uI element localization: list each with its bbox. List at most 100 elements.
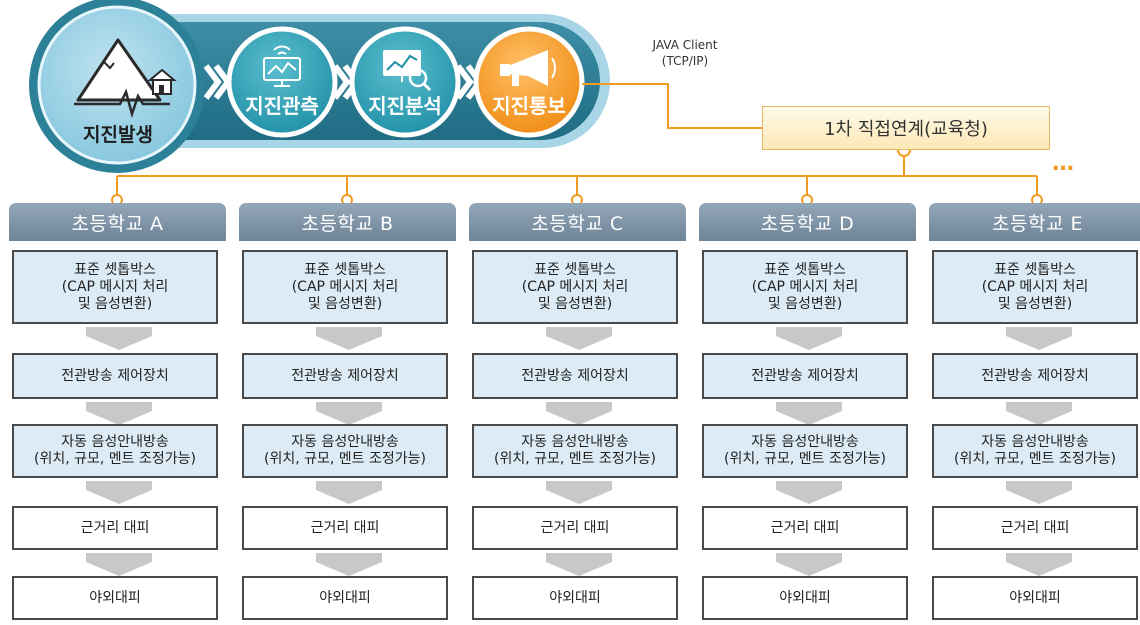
mountain-icon bbox=[74, 38, 170, 119]
step-text-line: (위치, 규모, 멘트 조정가능) bbox=[494, 451, 656, 467]
step-text-line: (위치, 규모, 멘트 조정가능) bbox=[34, 451, 196, 467]
step-text-line: (CAP 메시지 처리 bbox=[291, 278, 399, 295]
down-arrow-icon bbox=[1006, 553, 1072, 562]
down-arrow-icon bbox=[316, 490, 382, 504]
step-text-line: 자동 음성안내방송 bbox=[751, 434, 859, 450]
school-header: 초등학교 C bbox=[469, 203, 686, 241]
down-arrow-icon bbox=[1006, 490, 1072, 504]
down-arrow-icon bbox=[316, 562, 382, 576]
near-evacuation-step: 근거리 대피 bbox=[12, 506, 218, 550]
outdoor-evacuation-step: 야외대피 bbox=[12, 576, 218, 620]
step-text-line: (CAP 메시지 처리 bbox=[981, 278, 1089, 295]
near-evacuation-step: 근거리 대피 bbox=[932, 506, 1138, 550]
down-arrow-icon bbox=[316, 327, 382, 336]
more-indicator: … bbox=[1052, 151, 1074, 176]
near-evacuation-step: 근거리 대피 bbox=[242, 506, 448, 550]
step-text-line: 및 음성변환) bbox=[77, 295, 153, 312]
flow-banner bbox=[29, 0, 610, 173]
voice-guidance-step: 자동 음성안내방송(위치, 규모, 멘트 조정가능) bbox=[472, 424, 678, 478]
step-text-line: 자동 음성안내방송 bbox=[61, 434, 169, 450]
down-arrow-icon bbox=[546, 402, 612, 411]
outdoor-evacuation-step: 야외대피 bbox=[242, 576, 448, 620]
step-text-line: 자동 음성안내방송 bbox=[291, 434, 399, 450]
connection-lines bbox=[111, 83, 1043, 206]
down-arrow-icon bbox=[86, 481, 152, 490]
down-arrow-icon bbox=[1006, 336, 1072, 350]
step-text-line: (CAP 메시지 처리 bbox=[61, 278, 169, 295]
voice-guidance-step: 자동 음성안내방송(위치, 규모, 멘트 조정가능) bbox=[932, 424, 1138, 478]
down-arrow-icon bbox=[776, 562, 842, 576]
step-text-line: 및 음성변환) bbox=[537, 295, 613, 312]
outdoor-evacuation-step: 야외대피 bbox=[472, 576, 678, 620]
outdoor-evacuation-step: 야외대피 bbox=[932, 576, 1138, 620]
voice-guidance-step: 자동 음성안내방송(위치, 규모, 멘트 조정가능) bbox=[702, 424, 908, 478]
outdoor-evacuation-step: 야외대피 bbox=[702, 576, 908, 620]
step-text-line: (CAP 메시지 처리 bbox=[751, 278, 859, 295]
step-text-line: (CAP 메시지 처리 bbox=[521, 278, 629, 295]
down-arrow-icon bbox=[86, 553, 152, 562]
school-header: 초등학교 B bbox=[239, 203, 456, 241]
down-arrow-icon bbox=[316, 553, 382, 562]
analysis-monitor-icon bbox=[383, 50, 432, 92]
client-label: JAVA Client bbox=[652, 38, 718, 52]
education-office-hub: 1차 직접연계(교육청) bbox=[762, 106, 1050, 150]
megaphone-icon bbox=[500, 50, 556, 86]
step-text-line: (위치, 규모, 멘트 조정가능) bbox=[724, 451, 886, 467]
stage-label-observation: 지진관측 bbox=[245, 94, 319, 118]
down-arrow-icon bbox=[546, 490, 612, 504]
down-arrow-icon bbox=[776, 411, 842, 425]
down-arrow-icon bbox=[86, 490, 152, 504]
broadcast-control-step: 전관방송 제어장치 bbox=[12, 353, 218, 399]
near-evacuation-step: 근거리 대피 bbox=[702, 506, 908, 550]
down-arrow-icon bbox=[776, 336, 842, 350]
monitor-signal-icon bbox=[263, 45, 301, 87]
down-arrow-icon bbox=[86, 411, 152, 425]
down-arrow-icon bbox=[776, 402, 842, 411]
step-text-line: 표준 셋톱박스 bbox=[534, 261, 616, 278]
stage-label-occurrence: 지진발생 bbox=[83, 124, 153, 146]
down-arrow-icon bbox=[1006, 402, 1072, 411]
broadcast-control-step: 전관방송 제어장치 bbox=[932, 353, 1138, 399]
step-text-line: 및 음성변환) bbox=[767, 295, 843, 312]
broadcast-control-step: 전관방송 제어장치 bbox=[702, 353, 908, 399]
step-text-line: (위치, 규모, 멘트 조정가능) bbox=[954, 451, 1116, 467]
down-arrow-icon bbox=[86, 562, 152, 576]
near-evacuation-step: 근거리 대피 bbox=[472, 506, 678, 550]
step-text-line: 자동 음성안내방송 bbox=[521, 434, 629, 450]
down-arrow-icon bbox=[1006, 411, 1072, 425]
down-arrow-icon bbox=[1006, 327, 1072, 336]
step-text-line: 표준 셋톱박스 bbox=[74, 261, 156, 278]
stage-label-analysis: 지진분석 bbox=[368, 94, 442, 118]
down-arrow-icon bbox=[1006, 562, 1072, 576]
stage-label-notification: 지진통보 bbox=[492, 94, 566, 118]
down-arrow-icon bbox=[546, 411, 612, 425]
down-arrow-icon bbox=[776, 481, 842, 490]
step-text-line: 표준 셋톱박스 bbox=[304, 261, 386, 278]
down-arrow-icon bbox=[86, 327, 152, 336]
step-text-line: (위치, 규모, 멘트 조정가능) bbox=[264, 451, 426, 467]
down-arrow-icon bbox=[776, 327, 842, 336]
step-text-line: 표준 셋톱박스 bbox=[994, 261, 1076, 278]
down-arrow-icon bbox=[546, 562, 612, 576]
school-header: 초등학교 D bbox=[699, 203, 916, 241]
protocol-label: (TCP/IP) bbox=[661, 54, 709, 68]
down-arrow-icon bbox=[546, 553, 612, 562]
down-arrow-icon bbox=[316, 411, 382, 425]
down-arrow-icon bbox=[546, 481, 612, 490]
down-arrow-icon bbox=[316, 336, 382, 350]
down-arrow-icon bbox=[546, 327, 612, 336]
down-arrow-icon bbox=[86, 402, 152, 411]
voice-guidance-step: 자동 음성안내방송(위치, 규모, 멘트 조정가능) bbox=[12, 424, 218, 478]
down-arrow-icon bbox=[776, 553, 842, 562]
step-text-line: 자동 음성안내방송 bbox=[981, 434, 1089, 450]
broadcast-control-step: 전관방송 제어장치 bbox=[472, 353, 678, 399]
notification-circle bbox=[473, 26, 585, 138]
school-header: 초등학교 E bbox=[929, 203, 1140, 241]
analysis-circle bbox=[349, 26, 461, 138]
down-arrow-icon bbox=[546, 336, 612, 350]
